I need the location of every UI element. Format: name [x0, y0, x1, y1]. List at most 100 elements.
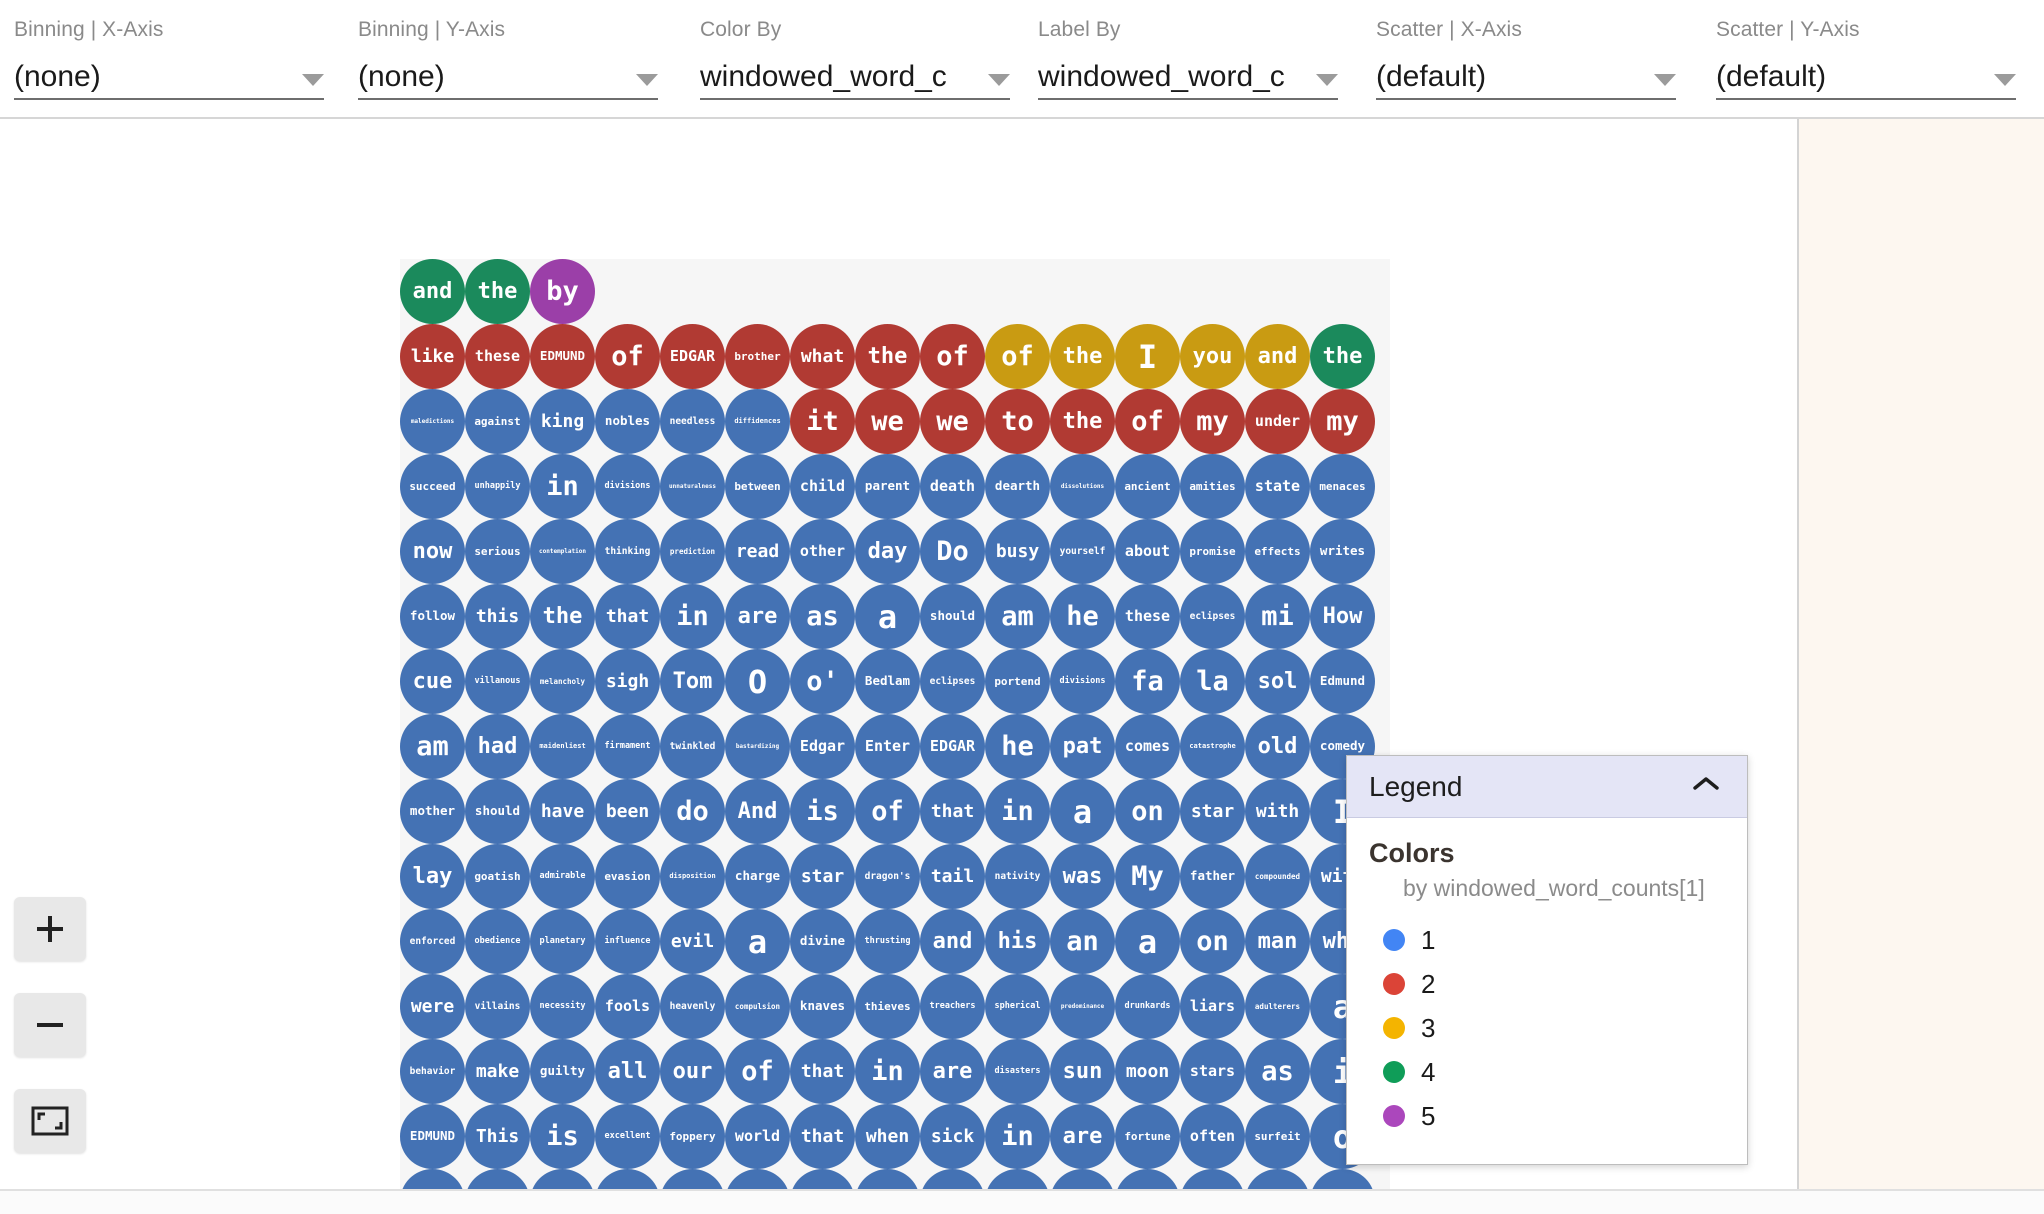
bubble-point[interactable]: follow — [400, 584, 465, 649]
bubble-point[interactable]: other — [790, 519, 855, 584]
bubble-point[interactable]: old — [1245, 714, 1310, 779]
legend-item[interactable]: 3 — [1369, 1006, 1747, 1050]
bubble-point[interactable]: like — [400, 324, 465, 389]
bubble-point[interactable]: a — [1050, 779, 1115, 844]
bubble-point[interactable]: planetary — [530, 909, 595, 974]
bubble-point[interactable]: EDMUND — [530, 324, 595, 389]
bubble-point[interactable]: villanous — [465, 649, 530, 714]
bubble-point[interactable]: bastardizing — [725, 714, 790, 779]
bubble-point[interactable]: EDMUND — [400, 1104, 465, 1169]
bubble-point[interactable]: divisions — [595, 454, 660, 519]
bubble-point[interactable]: menaces — [1310, 454, 1375, 519]
bubble-point[interactable]: is — [790, 779, 855, 844]
bubble-point[interactable]: Bedlam — [855, 649, 920, 714]
legend-panel[interactable]: Legend Colors by windowed_word_counts[1]… — [1346, 755, 1748, 1165]
bubble-point[interactable]: mother — [400, 779, 465, 844]
bubble-point[interactable]: moon — [1115, 1039, 1180, 1104]
control-scatter-x-axis[interactable]: Scatter | X-Axis(default) — [1376, 18, 1676, 100]
bubble-point[interactable]: O — [725, 649, 790, 714]
bubble-point[interactable]: goatish — [465, 844, 530, 909]
bubble-point[interactable]: am — [400, 714, 465, 779]
bubble-point[interactable]: fortune — [1115, 1104, 1180, 1169]
bubble-point[interactable]: heavenly — [660, 974, 725, 1039]
bubble-point[interactable]: maidenliest — [530, 714, 595, 779]
bubble-point[interactable]: evil — [660, 909, 725, 974]
bubble-point[interactable]: are — [1050, 1104, 1115, 1169]
bubble-point[interactable]: writes — [1310, 519, 1375, 584]
chevron-down-icon[interactable] — [988, 74, 1010, 86]
bubble-point[interactable]: of — [855, 779, 920, 844]
bubble-point[interactable]: am — [985, 584, 1050, 649]
bubble-point[interactable]: liars — [1180, 974, 1245, 1039]
bubble-point[interactable]: mi — [1245, 584, 1310, 649]
bubble-point[interactable]: father — [1180, 844, 1245, 909]
bubble-point[interactable]: dissolutions — [1050, 454, 1115, 519]
bubble-point[interactable]: thrusting — [855, 909, 920, 974]
bubble-point[interactable]: thinking — [595, 519, 660, 584]
bubble-point[interactable]: obedience — [465, 909, 530, 974]
bubble-point[interactable]: fa — [1115, 649, 1180, 714]
bubble-point[interactable]: adulterers — [1245, 974, 1310, 1039]
bubble-point[interactable]: sol — [1245, 649, 1310, 714]
bubble-point[interactable]: on — [1180, 909, 1245, 974]
control-scatter-y-axis[interactable]: Scatter | Y-Axis(default) — [1716, 18, 2016, 100]
bubble-point[interactable]: in — [660, 584, 725, 649]
bubble-point[interactable]: had — [465, 714, 530, 779]
bubble-point[interactable]: the — [1310, 324, 1375, 389]
bubble-point[interactable]: disasters — [985, 1039, 1050, 1104]
bubble-point[interactable]: of — [920, 324, 985, 389]
bubble-point[interactable]: in — [985, 1104, 1050, 1169]
bubble-point[interactable]: all — [595, 1039, 660, 1104]
bubble-point[interactable]: drunkards — [1115, 974, 1180, 1039]
bubble-point[interactable]: diffidences — [725, 389, 790, 454]
bubble-point[interactable]: spherical — [985, 974, 1050, 1039]
bubble-point[interactable]: unhappily — [465, 454, 530, 519]
bubble-point[interactable]: dragon's — [855, 844, 920, 909]
bubble-point[interactable]: you — [1180, 324, 1245, 389]
bubble-point[interactable]: pat — [1050, 714, 1115, 779]
bubble-point[interactable]: stars — [1180, 1039, 1245, 1104]
binning-x-axis-select[interactable]: (none) — [14, 52, 324, 100]
bubble-point[interactable]: a — [725, 909, 790, 974]
control-binning-x-axis[interactable]: Binning | X-Axis(none) — [14, 18, 324, 100]
bubble-point[interactable]: predominance — [1050, 974, 1115, 1039]
bubble-point[interactable]: our — [660, 1039, 725, 1104]
bubble-point[interactable]: and — [1245, 324, 1310, 389]
bubble-point[interactable]: my — [1310, 389, 1375, 454]
bubble-point[interactable]: Edgar — [790, 714, 855, 779]
bubble-point[interactable]: surfeit — [1245, 1104, 1310, 1169]
bubble-point[interactable]: catastrophe — [1180, 714, 1245, 779]
bubble-point[interactable]: divisions — [1050, 649, 1115, 714]
bubble-point[interactable]: eclipses — [920, 649, 985, 714]
bubble-point[interactable]: unnaturalness — [660, 454, 725, 519]
bubble-point[interactable]: world — [725, 1104, 790, 1169]
bubble-point[interactable]: when — [855, 1104, 920, 1169]
bubble-point[interactable]: a — [1115, 909, 1180, 974]
bubble-point[interactable]: that — [790, 1104, 855, 1169]
bubble-point[interactable]: was — [1050, 844, 1115, 909]
bubble-point[interactable]: prediction — [660, 519, 725, 584]
bubble-point[interactable]: evasion — [595, 844, 660, 909]
bubble-point[interactable]: sun — [1050, 1039, 1115, 1104]
bubble-point[interactable]: the — [530, 584, 595, 649]
bubble-point[interactable]: excellent — [595, 1104, 660, 1169]
bubble-point[interactable]: cue — [400, 649, 465, 714]
bubble-point[interactable]: maledictions — [400, 389, 465, 454]
bubble-point[interactable]: tail — [920, 844, 985, 909]
bubble-point[interactable]: guilty — [530, 1039, 595, 1104]
bubble-point[interactable]: How — [1310, 584, 1375, 649]
bubble-point[interactable]: fools — [595, 974, 660, 1039]
bubble-point[interactable]: with — [1245, 779, 1310, 844]
bubble-point[interactable]: nativity — [985, 844, 1050, 909]
bubble-point[interactable]: charge — [725, 844, 790, 909]
binning-y-axis-select[interactable]: (none) — [358, 52, 658, 100]
bubble-point[interactable]: king — [530, 389, 595, 454]
bubble-point[interactable]: as — [790, 584, 855, 649]
bubble-point[interactable]: ancient — [1115, 454, 1180, 519]
bubble-point[interactable]: do — [660, 779, 725, 844]
bubble-point[interactable]: eclipses — [1180, 584, 1245, 649]
legend-item[interactable]: 1 — [1369, 918, 1747, 962]
bubble-point[interactable]: nobles — [595, 389, 660, 454]
chevron-down-icon[interactable] — [1316, 74, 1338, 86]
fit-to-screen-button[interactable] — [14, 1089, 86, 1153]
